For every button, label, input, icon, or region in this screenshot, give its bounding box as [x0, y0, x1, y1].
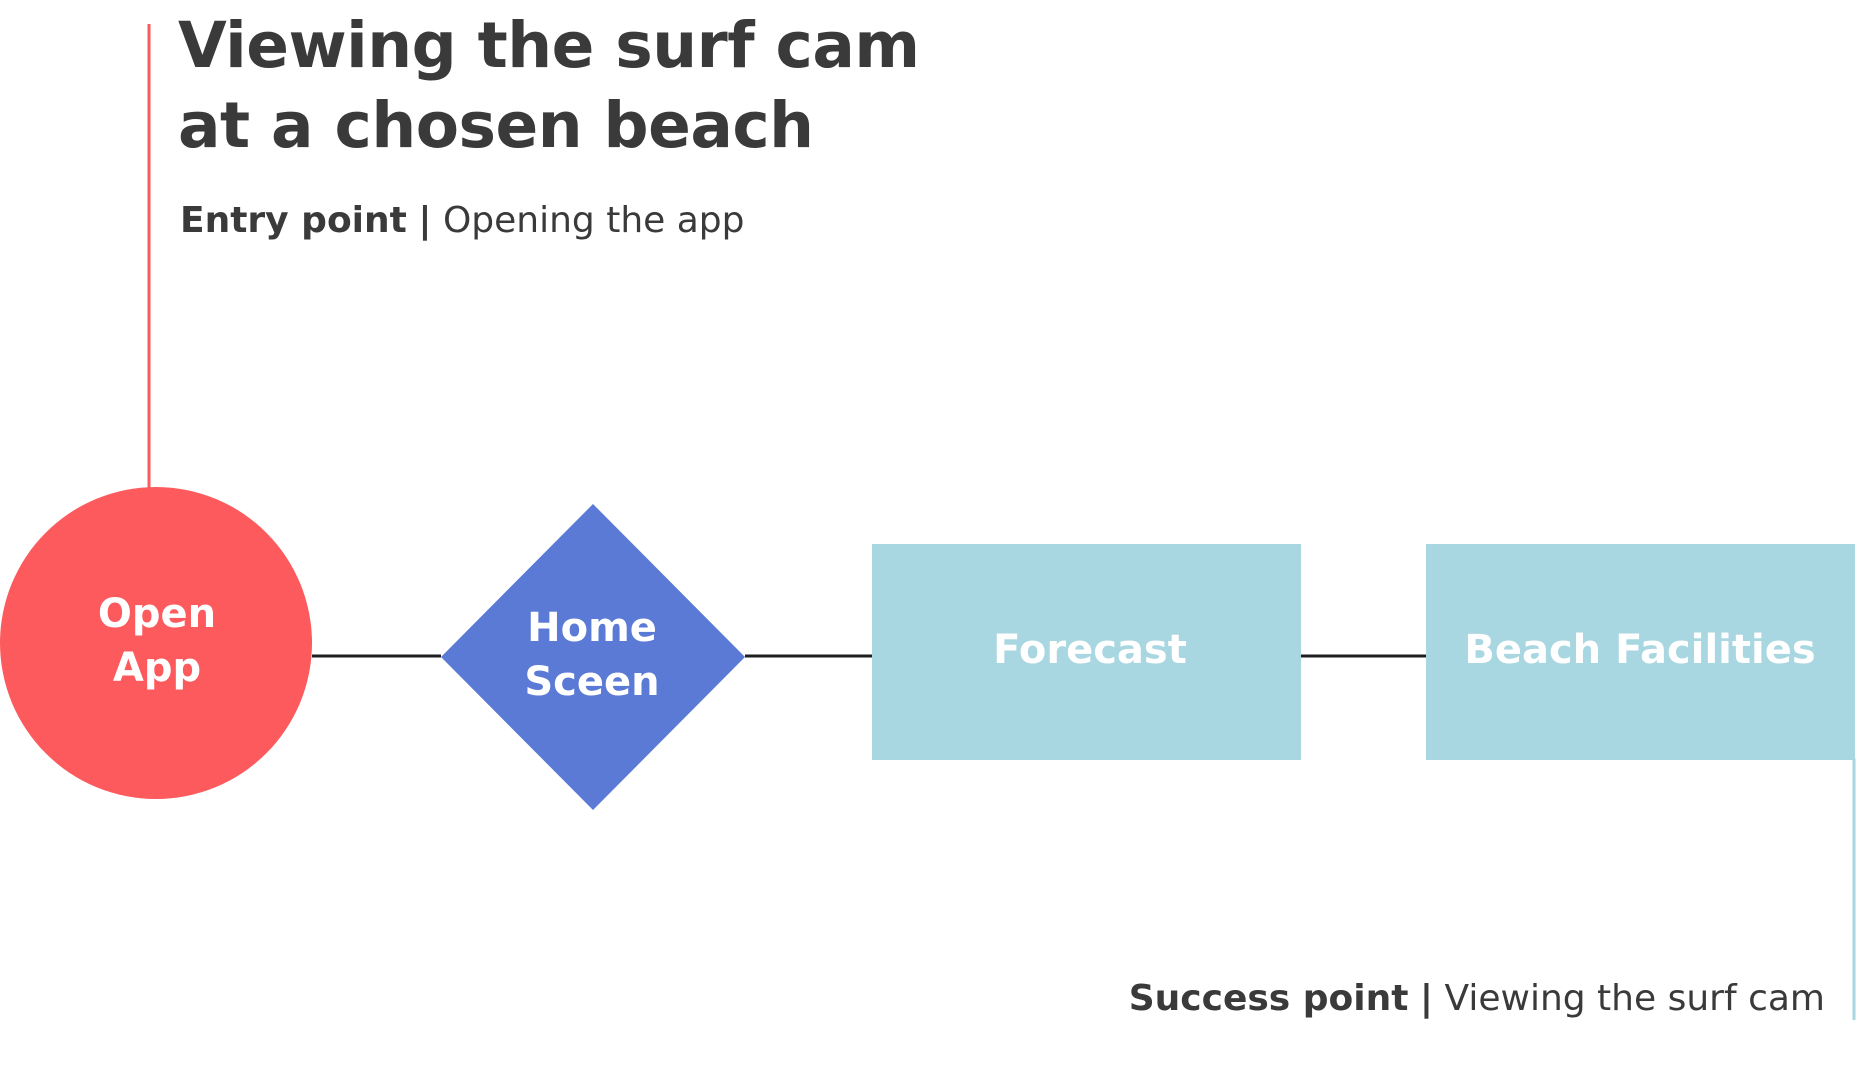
entry-point-label: Entry point — [180, 200, 407, 241]
node-forecast: Forecast — [872, 544, 1301, 760]
beach-facilities-label: Beach Facilities — [1464, 627, 1815, 673]
home-screen-diamond — [441, 504, 745, 810]
node-open-app: Open App — [0, 487, 312, 799]
title-line-2: at a chosen beach — [178, 89, 814, 162]
success-point-label: Success point — [1128, 978, 1409, 1019]
open-app-label-line-2: App — [113, 645, 201, 691]
success-point-separator: | — [1419, 978, 1434, 1019]
diagram-title: Viewing the surf cam at a chosen beach — [178, 6, 920, 166]
home-screen-label-line-1: Home — [527, 605, 657, 651]
success-point-text: Viewing the surf cam — [1444, 978, 1825, 1019]
entry-point-text: Opening the app — [442, 200, 745, 241]
node-beach-facilities: Beach Facilities — [1426, 544, 1855, 760]
entry-point-caption: Entry point | Opening the app — [180, 199, 745, 243]
open-app-label-line-1: Open — [98, 591, 216, 637]
entry-point-separator: | — [418, 200, 432, 241]
home-screen-label-line-2: Sceen — [524, 659, 659, 705]
success-point-caption: Success point | Viewing the surf cam — [1129, 977, 1825, 1021]
node-home-screen: Home Sceen — [441, 504, 745, 810]
open-app-circle — [0, 487, 312, 799]
beach-facilities-box — [1426, 544, 1855, 760]
forecast-box — [872, 544, 1301, 760]
title-line-1: Viewing the surf cam — [178, 9, 920, 82]
forecast-label: Forecast — [993, 627, 1187, 673]
